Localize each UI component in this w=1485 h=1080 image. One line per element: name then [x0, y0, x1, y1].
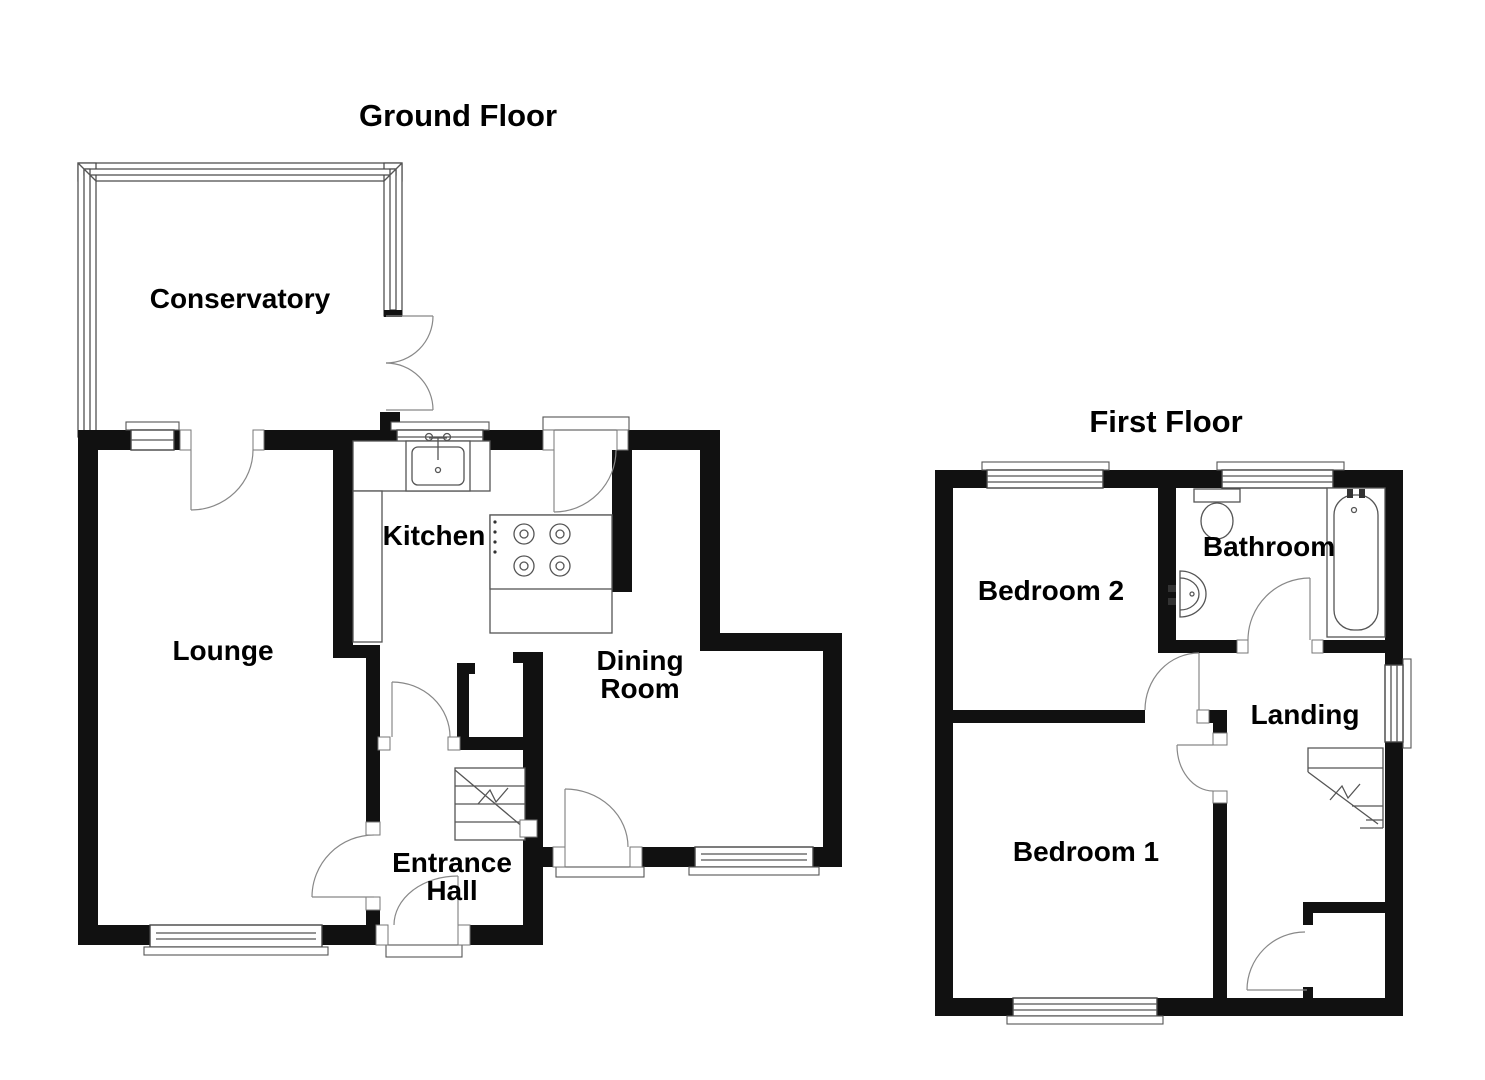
kitchen-hall-door: [377, 681, 461, 751]
first-floor-plan: First Floor Bedroom 2 Bathroom Landing B…: [935, 404, 1412, 1025]
room-label-hall-line1: Entrance: [392, 847, 512, 878]
dining-room-window: [688, 846, 820, 876]
room-label-kitchen: Kitchen: [383, 520, 486, 551]
lounge-hall-door: [311, 821, 381, 911]
bedroom1-window: [1006, 997, 1164, 1025]
wash-basin: [1168, 570, 1207, 618]
room-label-bedroom2: Bedroom 2: [978, 575, 1124, 606]
lounge-front-window: [143, 924, 329, 956]
staircase-first: [1307, 747, 1384, 829]
bathroom-window: [1216, 461, 1345, 489]
cooker-hob: [489, 514, 613, 590]
bedroom2-window: [981, 461, 1110, 489]
conservatory-french-doors: [385, 315, 434, 411]
room-label-lounge: Lounge: [172, 635, 273, 666]
room-label-dining-line1: Dining: [596, 645, 683, 676]
room-label-hall-line2: Hall: [426, 875, 477, 906]
bedroom2-door: [1144, 652, 1210, 724]
conservatory-lounge-door: [179, 429, 265, 511]
front-door: [375, 875, 471, 958]
landing-window: [1384, 658, 1412, 749]
back-door: [552, 788, 645, 878]
ground-floor-title: Ground Floor: [359, 98, 557, 133]
dining-side-door: [542, 416, 630, 513]
bathtub: [1326, 487, 1386, 638]
kitchen-sink: [405, 432, 471, 492]
conservatory-walls: [77, 162, 403, 438]
first-floor-walls: [935, 470, 1403, 1016]
ground-floor-plan: Ground Floor Conservatory Kitchen Lounge…: [77, 98, 842, 958]
room-label-bathroom: Bathroom: [1203, 531, 1335, 562]
room-label-dining-line2: Room: [600, 673, 679, 704]
room-label-landing: Landing: [1251, 699, 1360, 730]
room-label-conservatory: Conservatory: [150, 283, 331, 314]
toilet: [1193, 488, 1241, 540]
staircase-ground: [454, 767, 538, 841]
lounge-conservatory-window: [125, 421, 180, 451]
landing-cupboard-door: [1246, 931, 1307, 991]
bathroom-door: [1236, 577, 1324, 654]
bedroom1-door: [1176, 732, 1228, 804]
first-floor-title: First Floor: [1089, 404, 1242, 439]
room-label-bedroom1: Bedroom 1: [1013, 836, 1159, 867]
